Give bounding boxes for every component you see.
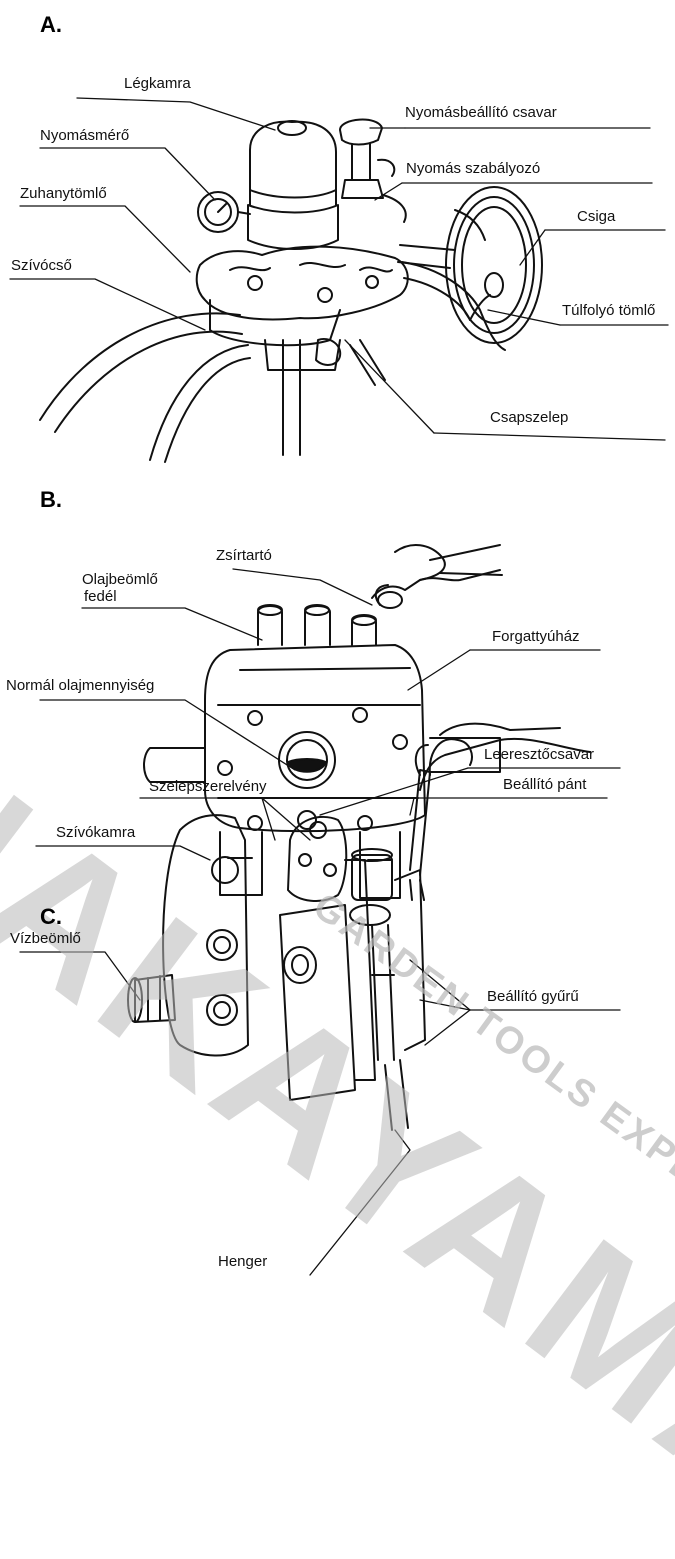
regulator-drawing	[340, 120, 406, 222]
label-drain-screw: Leeresztőcsavar	[484, 746, 594, 763]
crankcase-drawing	[205, 645, 425, 831]
label-adjusting-ring: Beállító gyűrű	[487, 988, 579, 1005]
label-gauge: Nyomásmérő	[40, 127, 129, 144]
label-adjusting-strap: Beállító pánt	[503, 776, 586, 793]
label-regulator: Nyomás szabályozó	[406, 160, 540, 177]
shaft-drawing	[144, 748, 205, 782]
label-valve: Csapszelep	[490, 409, 568, 426]
label-oil-cap-line2: fedél	[84, 588, 117, 605]
label-suction-pipe: Szívócső	[11, 257, 72, 274]
label-valve-assembly: Szelepszerelvény	[149, 778, 267, 795]
label-grease-cup: Zsírtartó	[216, 547, 272, 564]
section-b-drawing	[144, 545, 502, 898]
oil-caps-drawing	[258, 605, 376, 645]
pressure-gauge-drawing	[198, 192, 250, 232]
section-b-title: B.	[40, 487, 62, 513]
label-cylinder: Henger	[218, 1253, 267, 1270]
section-a-title: A.	[40, 12, 62, 38]
cylinder-drawing	[280, 849, 425, 1130]
label-suction-chamber: Szívókamra	[56, 824, 135, 841]
label-spray-hose: Zuhanytömlő	[20, 185, 107, 202]
label-pressure-screw: Nyomásbeállító csavar	[405, 104, 557, 121]
air-chamber-drawing	[248, 121, 338, 249]
label-oil-cap-line1: Olajbeömlő	[82, 571, 158, 588]
label-crankcase: Forgattyúház	[492, 628, 580, 645]
label-air-chamber: Légkamra	[124, 75, 191, 92]
section-c-title: C.	[40, 904, 62, 930]
label-water-inlet: Vízbeömlő	[10, 930, 81, 947]
label-pulley: Csiga	[577, 208, 615, 225]
hand-b-drawing	[372, 545, 502, 608]
label-overflow-hose: Túlfolyó tömlő	[562, 302, 655, 319]
label-oil-level: Normál olajmennyiség	[6, 677, 154, 694]
oil-sight-glass-drawing	[279, 732, 335, 788]
